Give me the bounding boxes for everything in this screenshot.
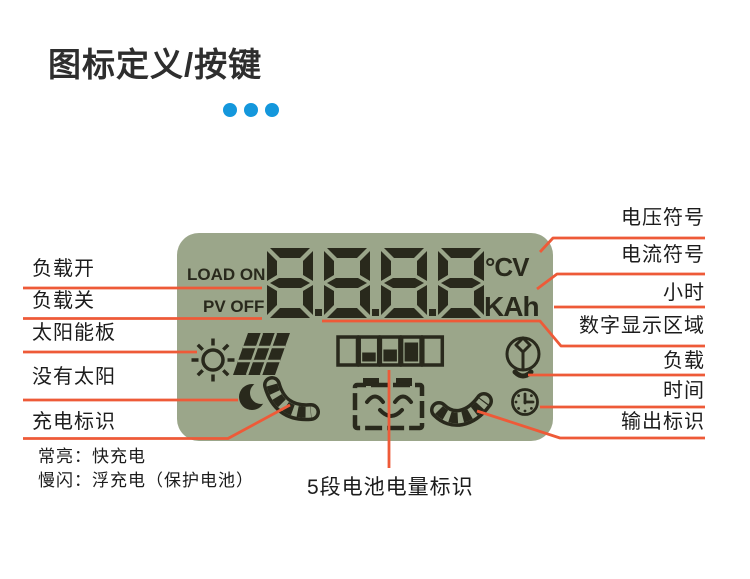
label-load-on: 负载开 xyxy=(32,258,95,280)
note-steady-fast-charge: 常亮：快充电 xyxy=(38,447,146,466)
blue-dot-icon xyxy=(244,103,258,117)
bulb-icon xyxy=(505,336,541,379)
sun-icon xyxy=(191,338,235,382)
blue-dot-icon xyxy=(265,103,279,117)
title-decor-dots xyxy=(223,103,279,117)
label-load-off: 负载关 xyxy=(32,290,95,312)
charge-arrow-icon xyxy=(263,376,347,422)
lcd-screen: LOAD ON PV OFF °CV KAh xyxy=(177,233,553,441)
lcd-pv-off-text: PV OFF xyxy=(203,297,264,316)
label-no-sun: 没有太阳 xyxy=(32,366,116,388)
battery-smiley-icon xyxy=(352,378,425,431)
battery-gauge-icon xyxy=(336,335,445,367)
label-voltage-symbol: 电压符号 xyxy=(621,207,705,229)
lcd-graphics: LOAD ON PV OFF °CV KAh xyxy=(187,248,541,431)
label-output-indicator: 输出标识 xyxy=(621,411,705,433)
label-battery-5-segment: 5段电池电量标识 xyxy=(307,476,474,499)
solar-panel-icon xyxy=(233,332,290,376)
note-slow-flash-float-charge: 慢闪：浮充电（保护电池） xyxy=(38,471,254,490)
blue-dot-icon xyxy=(223,103,237,117)
label-load: 负载 xyxy=(663,350,705,372)
label-solar-panel: 太阳能板 xyxy=(32,322,116,344)
label-digit-display-area: 数字显示区域 xyxy=(579,315,705,337)
lcd-units-bottom-text: KAh xyxy=(484,291,539,322)
seven-segment-digits xyxy=(267,248,484,318)
label-hour: 小时 xyxy=(663,282,705,304)
lcd-units-top-text: °CV xyxy=(485,252,530,282)
clock-icon xyxy=(511,388,539,416)
label-charge-indicator: 充电标识 xyxy=(32,411,116,433)
label-time: 时间 xyxy=(663,380,705,402)
output-arrow-icon xyxy=(430,379,502,427)
label-current-symbol: 电流符号 xyxy=(621,244,705,266)
page-title: 图标定义/按键 xyxy=(48,46,263,83)
lcd-load-on-text: LOAD ON xyxy=(187,265,265,284)
